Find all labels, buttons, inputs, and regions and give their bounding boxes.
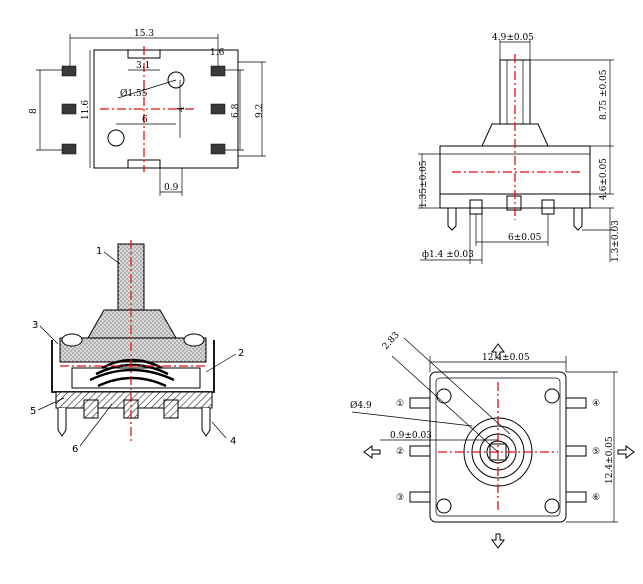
- dim-knob: Ø4.9: [350, 400, 372, 411]
- dim-pad: 1.6: [210, 48, 225, 58]
- dim-center: 0.9±0.03: [390, 431, 432, 441]
- hole-left: [107, 129, 125, 147]
- dim-top-height: 12.4±0.05: [605, 436, 615, 484]
- dim-hole: Ø1.55: [120, 88, 148, 99]
- dim-hole-spacing: 3.1: [136, 61, 150, 71]
- side-view: 4.9±0.05 8.75 ±0.05 4.6±0.05 1.35±0.05 6…: [418, 33, 621, 264]
- dim-h5: 6: [142, 115, 148, 125]
- dim-h2: 11.6: [81, 100, 91, 120]
- pin-4: ④: [592, 399, 600, 409]
- section-housing: [59, 337, 207, 363]
- arrow-up-icon: [491, 343, 505, 359]
- dim-width: 15.3: [134, 29, 154, 39]
- pad-left-mid: [61, 103, 77, 115]
- dim-pin-pitch: 6±0.05: [508, 233, 542, 243]
- dim-base: 1.35±0.05: [419, 160, 429, 208]
- dim-body-h: 4.6±0.05: [599, 158, 609, 200]
- pad-right-top: [210, 65, 226, 77]
- dim-shaft-h: 8.75 ±0.05: [599, 69, 609, 120]
- label-4: 4: [230, 436, 236, 447]
- top-pad-3: [409, 491, 431, 503]
- pad-right-bottom: [210, 143, 226, 155]
- leg-right: [573, 208, 583, 231]
- label-1: 1: [96, 246, 102, 257]
- leg-left: [447, 208, 457, 231]
- dim-diag: 2.83: [381, 330, 402, 352]
- hole-right: [167, 71, 185, 89]
- dim-pin: ф1.4 ±0.03: [422, 250, 474, 260]
- top-view: 12.4±0.05 12.4±0.05 2.83 Ø4.9 0.9±0.03 ①…: [350, 330, 635, 549]
- label-2: 2: [238, 348, 244, 359]
- top-pad-6: [565, 491, 587, 503]
- top-pad-5: [565, 445, 587, 457]
- pin-5: ⑤: [592, 447, 600, 457]
- dim-top-width: 12.4±0.05: [482, 353, 530, 363]
- arrow-down-icon: [491, 533, 505, 549]
- pad-left-top: [61, 65, 77, 77]
- top-pad-4: [565, 397, 587, 409]
- pad-left-bottom: [61, 143, 77, 155]
- section-leg-right: [201, 408, 211, 437]
- dim-h4: 9.2: [255, 104, 265, 118]
- arrow-left-icon: [363, 445, 381, 459]
- pin-1: ①: [396, 399, 404, 409]
- footprint-view: 15.3 1.6 3.1 Ø1.55 6 4 8 11.6 6.8 9.2 0.…: [29, 29, 266, 196]
- footprint-outline: [93, 49, 239, 169]
- dim-h1: 8: [29, 108, 39, 114]
- pin-6: ⑥: [592, 493, 600, 503]
- section-view: 1 2 3 4 5 6: [30, 240, 244, 455]
- pin-2: ②: [396, 447, 404, 457]
- dim-shaft: 4.9±0.05: [492, 33, 534, 43]
- label-6: 6: [72, 444, 78, 455]
- arrow-right-icon: [617, 445, 635, 459]
- section-knob: [87, 309, 177, 339]
- section-spring: [89, 358, 175, 388]
- dim-foot: 0.9: [164, 183, 179, 193]
- label-5: 5: [30, 406, 36, 417]
- pad-right-mid: [210, 103, 226, 115]
- label-3: 3: [32, 320, 38, 331]
- dim-leg: 1.3±0.03: [611, 220, 621, 262]
- top-pad-1: [409, 397, 431, 409]
- top-pad-2: [409, 445, 431, 457]
- dim-h6: 4: [177, 106, 187, 112]
- pin-3: ③: [396, 493, 404, 503]
- section-leg-left: [57, 408, 67, 437]
- dim-h3: 6.8: [231, 103, 241, 118]
